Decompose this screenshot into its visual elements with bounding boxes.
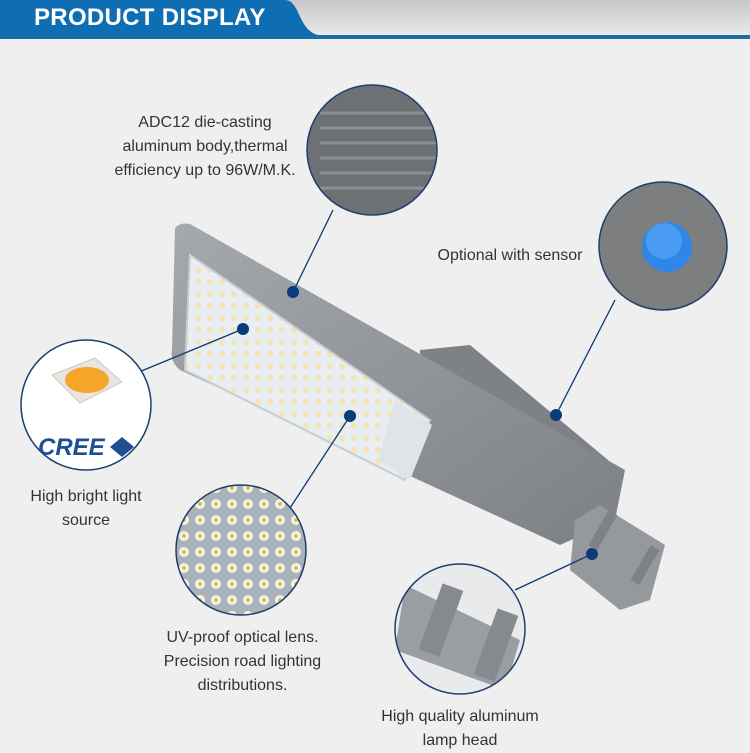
text-line: UV-proof optical lens. [166,629,319,646]
text-line: Precision road lighting [163,653,322,670]
page-title: PRODUCT DISPLAY [34,4,266,31]
callout-lens-text: UV-proof optical lens. Precision road li… [140,626,345,698]
callout-body-text: ADC12 die-casting aluminum body,thermal … [85,111,325,183]
sensor-detail [598,181,728,311]
cree-logo: CREE [38,434,106,461]
text-line: efficiency up to 96W/M.K. [114,162,296,179]
text-line: lamp head [422,732,498,749]
callout-lines [138,209,616,591]
text-line: High quality aluminum [381,708,539,725]
led-array-detail [175,484,307,616]
cree-led-detail: CREE [20,339,152,471]
header-shape [0,0,318,35]
heat-sink-detail [306,84,438,216]
street-light [171,223,665,610]
text-line: source [61,512,111,529]
header-underline [0,35,750,39]
lamp-head-detail [394,563,526,695]
callout-light-source-text: High bright light source [10,485,162,533]
text-line: aluminum body,thermal [122,138,288,155]
text-line: High bright light [30,488,142,505]
callout-lamp-head-text: High quality aluminum lamp head [355,705,565,753]
callout-sensor-text: Optional with sensor [420,244,600,268]
text-line: distributions. [197,677,288,694]
text-line: Optional with sensor [437,247,583,264]
text-line: ADC12 die-casting [138,114,272,131]
callout-dots [237,286,598,560]
